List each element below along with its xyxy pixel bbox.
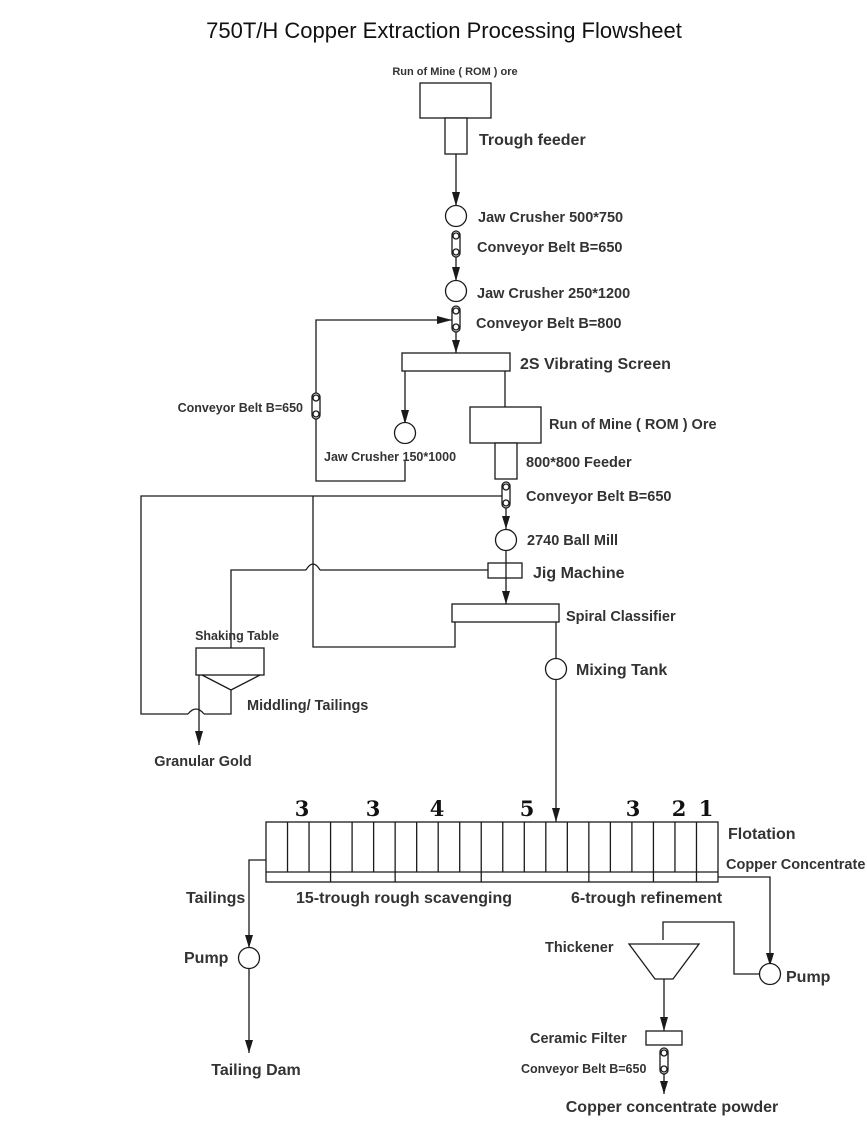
shaking-table-label: Shaking Table (195, 629, 279, 643)
flotation-frame (265, 821, 719, 883)
classifier-return-line (312, 496, 456, 648)
line-crossover (187, 708, 205, 715)
arrow-head (245, 935, 253, 948)
concentrate-line (718, 876, 771, 966)
feeder-800-label: 800*800 Feeder (526, 455, 632, 471)
pump-left-symbol (237, 946, 261, 970)
arrow-head (552, 808, 560, 822)
arrow-head (660, 1081, 668, 1094)
rom-ore-bin (469, 406, 542, 444)
flotation-group-count: 5 (520, 796, 535, 821)
roller-icon (502, 499, 510, 507)
roller-icon (452, 232, 460, 240)
roller-icon (312, 394, 320, 402)
line-crossover (305, 563, 321, 571)
concentrate-powder-label: Copper concentrate powder (566, 1099, 778, 1116)
rom-ore-bin-label: Run of Mine ( ROM ) Ore (549, 417, 717, 433)
pump-left-label: Pump (184, 950, 229, 967)
flotation-label: Flotation (728, 826, 796, 843)
middling-tailings-label: Middling/ Tailings (247, 698, 368, 714)
flotation-group-count: 3 (626, 796, 641, 821)
ceramic-filter-box (645, 1030, 683, 1046)
roller-icon (660, 1065, 668, 1073)
jaw-crusher-1-label: Jaw Crusher 500*750 (478, 210, 623, 226)
tailings-line (248, 859, 266, 948)
conveyor-3-label: Conveyor Belt B=650 (526, 489, 671, 505)
rough-scavenging-label: 15-trough rough scavenging (296, 890, 512, 907)
jig-machine-box (487, 562, 523, 579)
arrow-head (452, 267, 460, 281)
flotation-group-count: 4 (430, 796, 445, 821)
roller-icon (452, 248, 460, 256)
middling-line (204, 690, 232, 715)
arrow-head (502, 591, 510, 604)
arrow-head (452, 192, 460, 206)
arrow-head (195, 731, 203, 745)
conveyor-2-label: Conveyor Belt B=800 (476, 316, 621, 332)
flotation-group-count: 2 (672, 796, 687, 821)
jaw-crusher-1-symbol (444, 204, 468, 228)
flotation-group-count: 3 (295, 796, 310, 821)
jig-machine-label: Jig Machine (533, 565, 625, 582)
tailing-dam-label: Tailing Dam (211, 1062, 301, 1079)
jaw-crusher-3-symbol (393, 421, 417, 445)
rom-ore-hopper (419, 82, 492, 119)
roller-icon (452, 307, 460, 315)
spiral-classifier-box (451, 603, 560, 623)
conveyor-return-label: Conveyor Belt B=650 (178, 401, 303, 415)
arrow-head (437, 316, 452, 324)
roller-icon (502, 483, 510, 491)
mixing-tank-symbol (544, 657, 568, 681)
middling-return-line (140, 495, 502, 715)
pump-right-label: Pump (786, 969, 831, 986)
roller-icon (312, 410, 320, 418)
granular-gold-label: Granular Gold (154, 754, 252, 770)
spiral-classifier-label: Spiral Classifier (566, 609, 676, 625)
pump-right-symbol (758, 962, 782, 986)
thickener-symbol (627, 943, 701, 980)
ball-mill-label: 2740 Ball Mill (527, 533, 618, 549)
trough-feeder-box (444, 117, 468, 155)
flotation-bank (265, 821, 719, 883)
vibrating-screen-box (401, 352, 511, 372)
flotation-group-count: 3 (366, 796, 381, 821)
jig-to-table-line (230, 569, 306, 648)
vibrating-screen-label: 2S Vibrating Screen (520, 356, 671, 373)
page-title: 750T/H Copper Extraction Processing Flow… (206, 18, 682, 43)
jaw-crusher-2-label: Jaw Crusher 250*1200 (477, 286, 630, 302)
ball-mill-symbol (494, 528, 518, 552)
roller-icon (660, 1049, 668, 1057)
return-loop-line (315, 319, 452, 482)
arrow-head (502, 516, 510, 529)
shaking-table-box (195, 647, 265, 676)
tailings-label: Tailings (186, 890, 245, 907)
jaw-crusher-3-label: Jaw Crusher 150*1000 (324, 450, 456, 464)
conveyor-1-label: Conveyor Belt B=650 (477, 240, 622, 256)
arrow-head (452, 340, 460, 353)
trough-feeder-label: Trough feeder (479, 132, 586, 149)
thickener-label: Thickener (545, 940, 614, 956)
rom-ore-top-label: Run of Mine ( ROM ) ore (392, 66, 517, 78)
arrow-head (245, 1040, 253, 1053)
roller-icon (452, 323, 460, 331)
ceramic-filter-label: Ceramic Filter (530, 1031, 627, 1047)
copper-concentrate-label: Copper Concentrate (726, 857, 865, 873)
feeder-800-box (494, 442, 518, 480)
jaw-crusher-2-symbol (444, 279, 468, 303)
arrow-head (401, 410, 409, 424)
mixing-tank-label: Mixing Tank (576, 662, 667, 679)
pump-to-thickener-line (662, 921, 759, 975)
arrow-head (766, 953, 774, 966)
refinement-label: 6-trough refinement (571, 890, 723, 907)
conveyor-4-label: Conveyor Belt B=650 (521, 1062, 646, 1076)
arrow-head (660, 1017, 668, 1031)
flotation-group-count: 1 (699, 796, 714, 821)
shaking-table-hopper (201, 674, 261, 691)
